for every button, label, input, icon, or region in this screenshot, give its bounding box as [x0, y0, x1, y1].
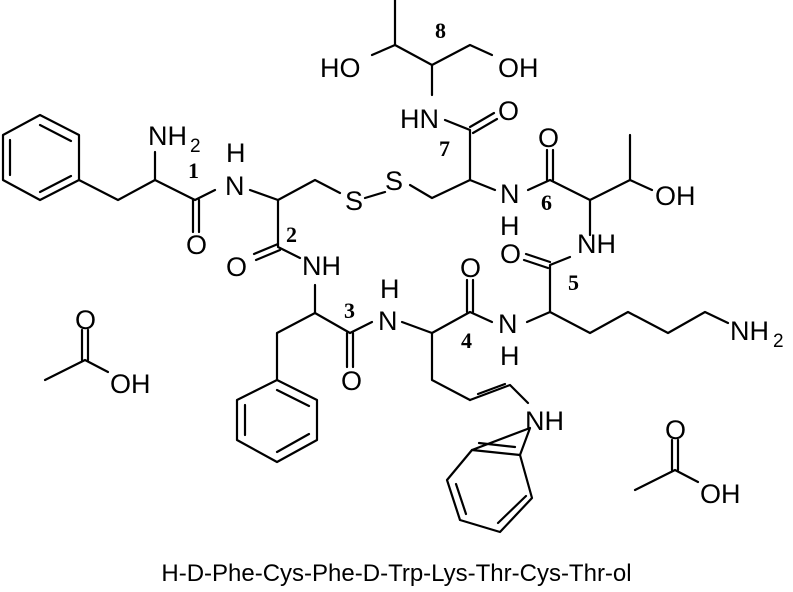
bonds — [77, 0, 730, 402]
svg-text:O: O — [460, 253, 481, 283]
svg-text:OH: OH — [498, 53, 539, 83]
svg-text:6: 6 — [541, 190, 552, 215]
svg-text:O: O — [226, 252, 247, 282]
svg-text:2: 2 — [190, 136, 201, 157]
svg-text:H: H — [500, 341, 520, 371]
svg-text:S: S — [345, 186, 363, 216]
indole-ring — [445, 382, 534, 534]
svg-text:OH: OH — [110, 369, 151, 399]
svg-text:O: O — [500, 239, 521, 269]
svg-text:H: H — [500, 211, 520, 241]
svg-text:O: O — [341, 366, 362, 396]
svg-text:8: 8 — [435, 18, 446, 43]
residue-numbers: 1 2 3 4 5 6 7 8 — [188, 18, 579, 353]
svg-text:N: N — [500, 179, 520, 209]
svg-text:2: 2 — [773, 331, 784, 352]
sequence-caption: H-D-Phe-Cys-Phe-D-Trp-Lys-Thr-Cys-Thr-ol — [161, 560, 632, 587]
phenyl-ring-3 — [235, 378, 319, 464]
acetic-acid-2: O OH — [633, 415, 741, 509]
svg-text:N: N — [378, 306, 398, 336]
svg-text:N: N — [225, 171, 245, 201]
svg-text:HO: HO — [320, 53, 361, 83]
atom-labels: NH 2 N H O O S S NH N H O O N H O NH NH … — [148, 53, 784, 436]
svg-text:O: O — [186, 230, 207, 260]
svg-text:4: 4 — [461, 328, 472, 353]
svg-text:O: O — [538, 123, 559, 153]
svg-text:NH: NH — [525, 406, 564, 436]
svg-text:3: 3 — [344, 298, 355, 323]
svg-text:HN: HN — [400, 104, 439, 134]
svg-text:1: 1 — [188, 158, 199, 183]
svg-text:NH: NH — [148, 121, 187, 151]
svg-text:OH: OH — [700, 479, 741, 509]
phenyl-ring-1 — [1, 113, 81, 202]
svg-text:S: S — [385, 166, 403, 196]
svg-text:H: H — [380, 274, 400, 304]
svg-text:7: 7 — [439, 136, 450, 161]
svg-text:N: N — [498, 309, 518, 339]
svg-text:NH: NH — [730, 316, 769, 346]
svg-text:H: H — [226, 138, 246, 168]
svg-text:O: O — [75, 305, 96, 335]
svg-text:OH: OH — [655, 181, 696, 211]
svg-text:O: O — [665, 415, 686, 445]
svg-text:O: O — [498, 96, 519, 126]
acetic-acid-1: O OH — [43, 305, 151, 399]
svg-text:2: 2 — [286, 222, 297, 247]
svg-text:NH: NH — [577, 229, 616, 259]
svg-text:5: 5 — [568, 270, 579, 295]
svg-text:NH: NH — [302, 251, 341, 281]
